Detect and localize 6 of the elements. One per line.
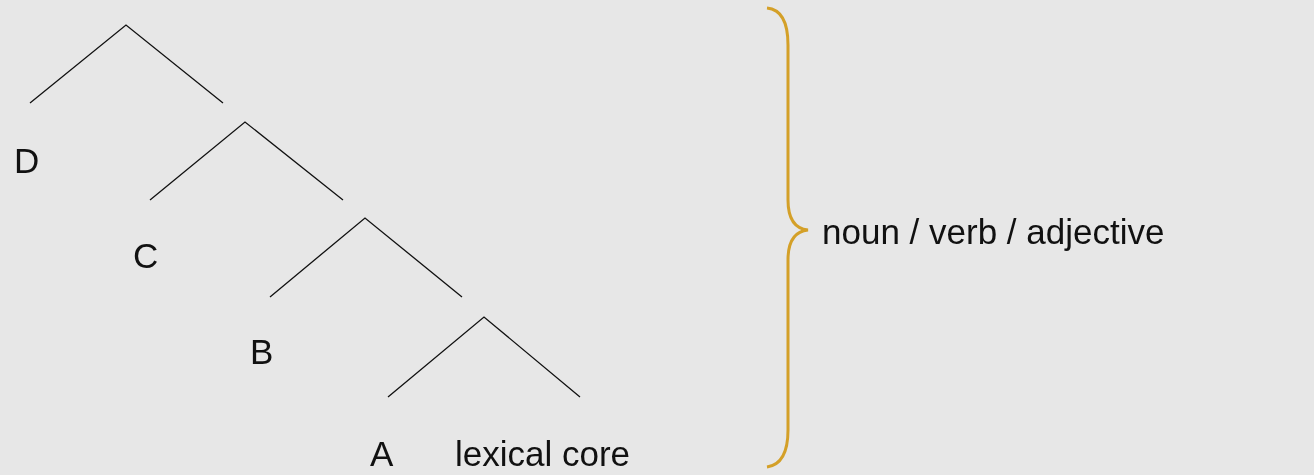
tree-label: D [14,143,40,178]
tree-label: noun / verb / adjective [822,214,1165,249]
tree-label: B [250,334,274,369]
tree-label: A [370,436,394,471]
tree-label: lexical core [455,436,631,471]
tree-label: C [133,238,159,273]
